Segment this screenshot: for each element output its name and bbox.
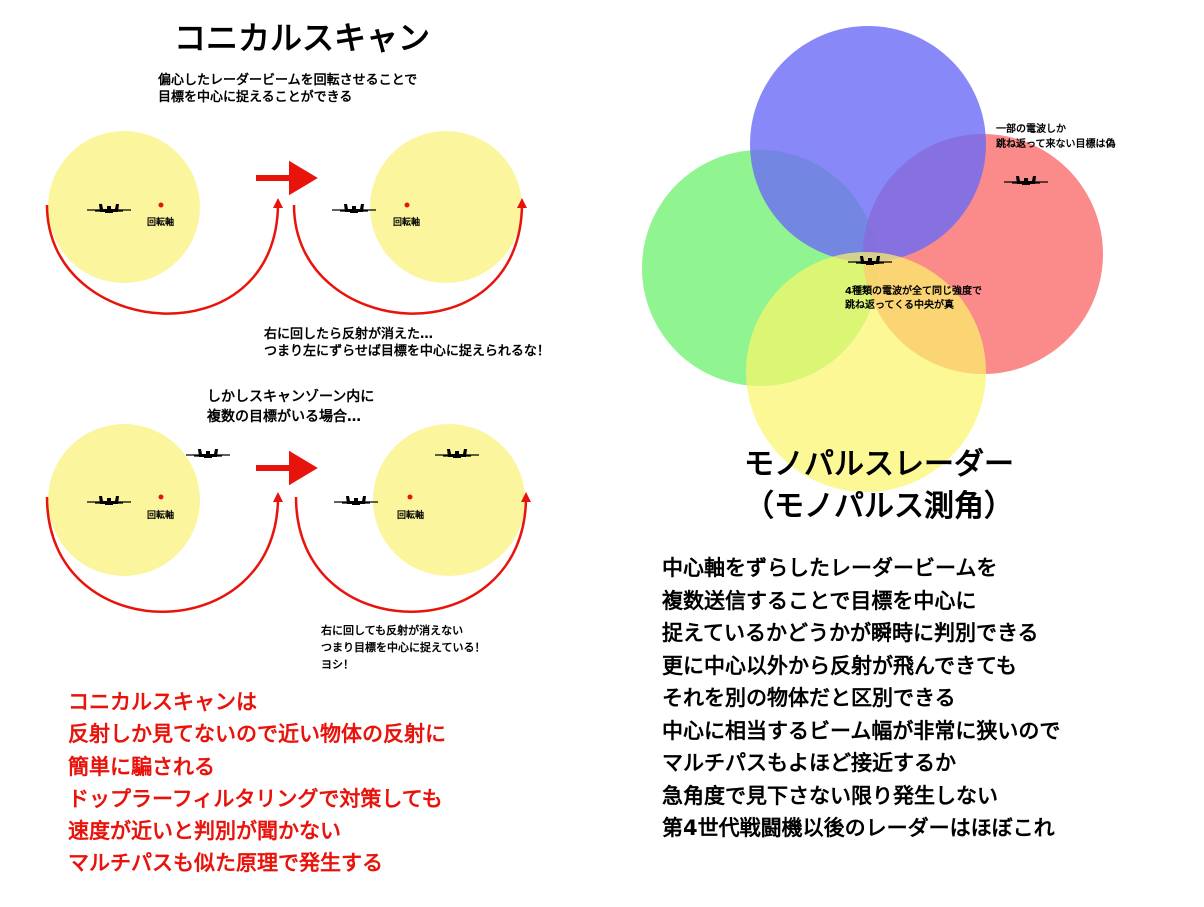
- rotation-axis-label: 回転軸: [147, 511, 175, 521]
- conical-intro-text: 偏心したレーダービームを回転させることで 目標を中心に捉えることができる: [158, 73, 418, 105]
- beam-circle-right-bottom: [373, 424, 525, 576]
- rotation-arc-left-bottom: [45, 492, 283, 613]
- monopulse-beams: [642, 26, 1103, 492]
- rotation-axis-dot: [407, 494, 413, 500]
- transition-arrow-top: [256, 160, 318, 196]
- rotation-arc-right-top: [292, 198, 527, 315]
- caption-bottom-result: 右に回しても反射が消えない つまり目標を中心に捉えている！ ヨシ！: [321, 624, 486, 671]
- caption-top-result: 右に回したら反射が消えた… つまり左にずらせば目標を中心に捉えられるな！: [264, 327, 550, 359]
- rotation-axis-dot: [158, 202, 164, 208]
- rotation-axis-label: 回転軸: [397, 511, 425, 521]
- beam-blue: [750, 26, 986, 262]
- false-target-note: 一部の電波しか 跳ね返って来ない目標は偽: [996, 124, 1116, 150]
- rotation-arc-right-bottom: [294, 492, 531, 613]
- beam-yellow: [746, 252, 986, 492]
- beam-circle-left-top: [48, 131, 200, 283]
- rotation-axis-dot: [158, 494, 164, 500]
- rotation-axis-label: 回転軸: [147, 218, 175, 228]
- multi-target-intro: しかしスキャンゾーン内に 複数の目標がいる場合…: [207, 389, 375, 425]
- rotation-axis-dot: [404, 202, 410, 208]
- conical-conclusion: コニカルスキャンは 反射しか見てないので近い物体の反射に 簡単に騙される ドップ…: [68, 690, 446, 876]
- beam-circle-right-top: [370, 131, 522, 283]
- beam-circle-left-bottom: [48, 424, 200, 576]
- jet-icon: [333, 495, 379, 506]
- rotation-axis-label: 回転軸: [393, 218, 421, 228]
- monopulse-subtitle: （モノパルス測角）: [744, 489, 1014, 524]
- monopulse-title: モノパルスレーダー: [744, 447, 1014, 482]
- conical-scan-title: コニカルスキャン: [174, 19, 431, 57]
- rotation-arc-left-top: [45, 198, 283, 315]
- jet-icon: [185, 448, 231, 459]
- monopulse-description: 中心軸をずらしたレーダービームを 複数送信することで目標を中心に 捉えているかど…: [662, 556, 1061, 840]
- transition-arrow-bottom: [256, 450, 318, 486]
- true-center-note: 4種類の電波が全て同じ強度で 跳ね返ってくる中央が真: [845, 286, 982, 311]
- jet-icon: [331, 203, 377, 214]
